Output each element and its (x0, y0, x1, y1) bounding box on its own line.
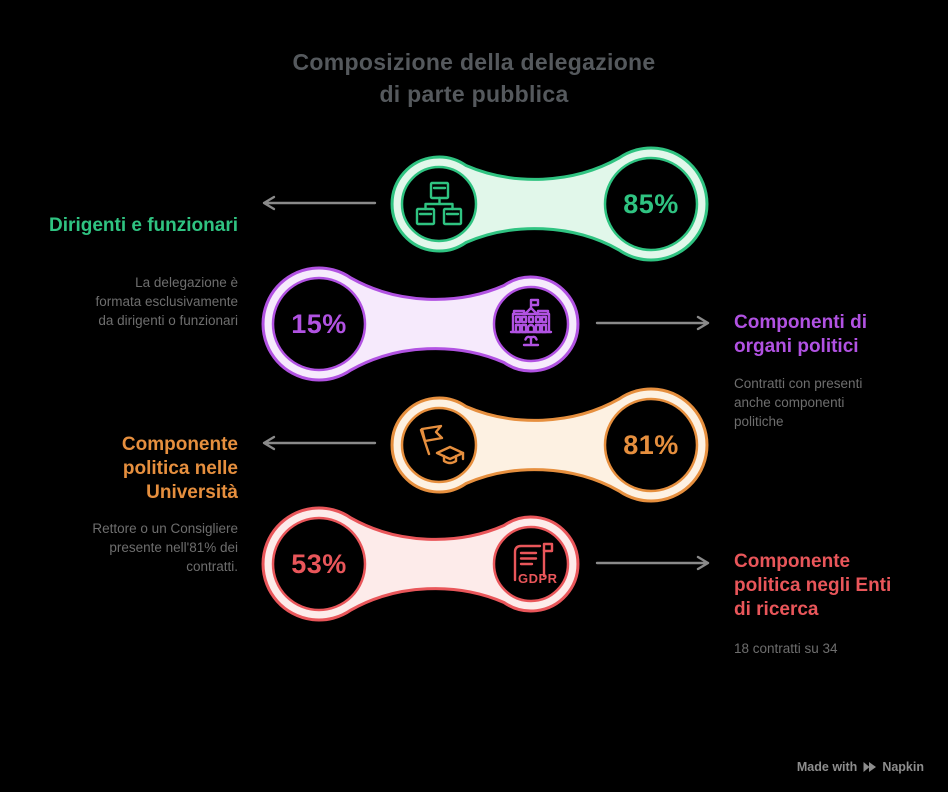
flag-graduation-cap-icon (411, 417, 467, 473)
label-dirigenti-e-funzionari: Dirigenti e funzionari (49, 215, 238, 236)
description-dirigenti-e-funzionari: La delegazione è formata esclusivamente … (95, 275, 238, 328)
org-chart-icon (411, 176, 467, 232)
government-building-icon (503, 296, 559, 352)
napkin-logo-icon (863, 762, 877, 772)
dumbbell-shape: 81% (390, 387, 709, 503)
dumbbell-shape: 85% (390, 146, 709, 262)
arrow-universita (262, 435, 377, 451)
arrow-enti-ricerca (595, 555, 710, 571)
label-organi-politici: Componenti di organi politici (734, 312, 867, 357)
item-organi-politici: 15% (261, 264, 582, 384)
page-title: Composizione della delegazione di parte … (292, 49, 656, 107)
label-enti-ricerca: Componente politica negli Enti di ricerc… (734, 551, 892, 620)
percent-value: 81% (623, 430, 679, 460)
description-enti-ricerca: 18 contratti su 34 (734, 641, 838, 656)
description-organi-politici: Contratti con presenti anche componenti … (734, 376, 863, 429)
percent-value: 85% (623, 189, 679, 219)
icon-circle (400, 406, 478, 484)
gdpr-text: GDPR (518, 571, 558, 586)
watermark-made-with: Made with (796, 760, 858, 774)
value-circle (271, 516, 367, 612)
arrow-dirigenti (262, 195, 377, 211)
item-universita: 81% (388, 385, 709, 505)
value-circle (271, 276, 367, 372)
watermark: Made with Napkin (797, 760, 924, 774)
arrow-organi-politici (595, 315, 710, 331)
item-dirigenti-e-funzionari: 85% (388, 144, 709, 264)
watermark-brand: Napkin (882, 760, 924, 774)
gdpr-document-icon: GDPR (503, 536, 559, 592)
percent-value: 53% (291, 549, 347, 579)
value-circle (603, 397, 699, 493)
value-circle (603, 156, 699, 252)
item-enti-ricerca: 53% GDPR (261, 504, 582, 624)
description-universita: Rettore o un Consigliere presente nell'8… (92, 521, 238, 574)
label-universita: Componente politica nelle Università (121, 434, 238, 503)
percent-value: 15% (291, 309, 347, 339)
